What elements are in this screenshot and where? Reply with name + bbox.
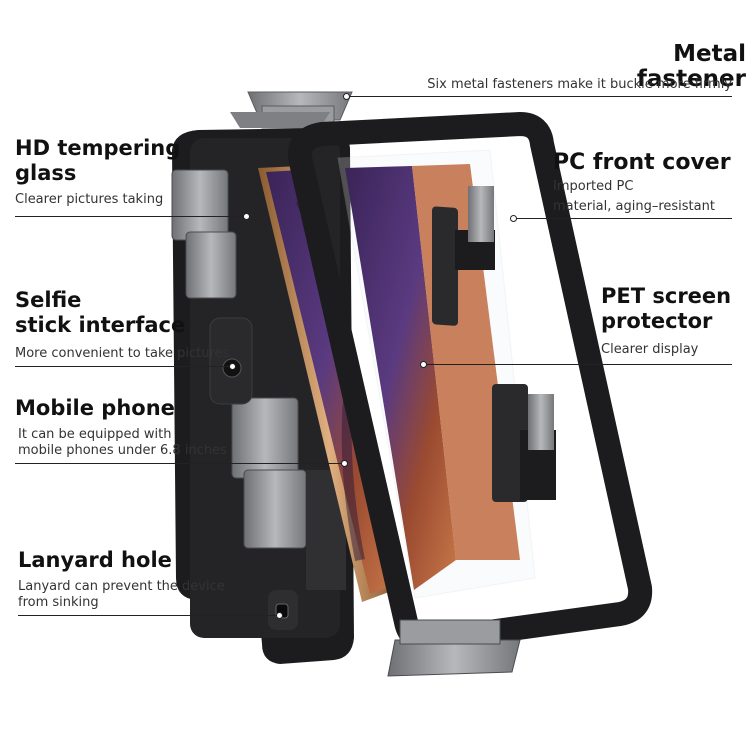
mobile-phone-dot: [341, 460, 348, 467]
hd-glass-dot: [243, 213, 250, 220]
mobile-phone-title: Mobile phone: [15, 396, 175, 420]
hd-glass-title-line1: HD tempering: [15, 136, 181, 160]
pet-protector-dot: [420, 361, 427, 368]
lanyard-hole-dot: [276, 612, 283, 619]
pet-protector-title-line1: PET screen: [601, 284, 732, 308]
mobile-phone-desc-line1: It can be equipped with: [18, 427, 172, 442]
selfie-interface-callout: Selfie stick interface More convenient t…: [15, 288, 229, 362]
pet-protector-callout: PET screen protector Clearer display: [601, 284, 731, 358]
pet-protector-desc: Clearer display: [601, 342, 699, 357]
hd-glass-title-line2: glass: [15, 161, 77, 185]
lanyard-hole-leader: [18, 615, 280, 616]
pc-front-cover-callout: PC front cover Imported PC material, agi…: [553, 150, 731, 215]
metal-fastener-desc: Six metal fasteners make it buckle more …: [427, 77, 732, 92]
metal-fastener-dot: [343, 93, 350, 100]
mobile-phone-desc-line2: mobile phones under 6.8 inches: [18, 443, 227, 458]
hd-glass-desc: Clearer pictures taking: [15, 192, 164, 207]
hd-glass-callout: HD tempering glass Clearer pictures taki…: [15, 136, 180, 208]
mobile-phone-leader: [15, 463, 345, 464]
metal-fastener-title: Metal fastener: [636, 41, 746, 92]
bottom-metal-fastener: [387, 619, 521, 677]
pc-front-cover-desc-line2: material, aging–resistant: [553, 199, 715, 214]
lanyard-hole-desc-line2: from sinking: [18, 595, 99, 610]
selfie-interface-dot: [229, 363, 236, 370]
pc-front-cover-title: PC front cover: [553, 150, 731, 175]
pc-front-cover: [287, 112, 653, 653]
pet-protector-title-line2: protector: [601, 309, 713, 333]
pet-protector-leader: [424, 364, 732, 365]
hd-glass-leader: [15, 216, 247, 217]
selfie-interface-title-line2: stick interface: [15, 313, 186, 337]
lanyard-hole-title: Lanyard hole: [18, 548, 172, 572]
lanyard-hole-desc-line1: Lanyard can prevent the device: [18, 579, 225, 594]
pc-front-cover-dot: [510, 215, 517, 222]
mobile-phone-callout: Mobile phone It can be equipped with mob…: [15, 396, 227, 459]
selfie-interface-leader: [15, 366, 233, 367]
selfie-interface-title-line1: Selfie: [15, 288, 82, 312]
metal-fastener-desc-wrap: Six metal fasteners make it buckle more …: [396, 73, 732, 93]
metal-fastener-callout: Metal fastener: [556, 42, 746, 92]
selfie-interface-desc: More convenient to take pictures: [15, 346, 230, 361]
pc-front-cover-desc-line1: Imported PC: [553, 179, 634, 194]
pc-front-cover-leader: [514, 218, 732, 219]
lanyard-hole-callout: Lanyard hole Lanyard can prevent the dev…: [18, 548, 225, 611]
metal-fastener-leader: [346, 96, 732, 97]
top-metal-fastener: [230, 91, 353, 129]
